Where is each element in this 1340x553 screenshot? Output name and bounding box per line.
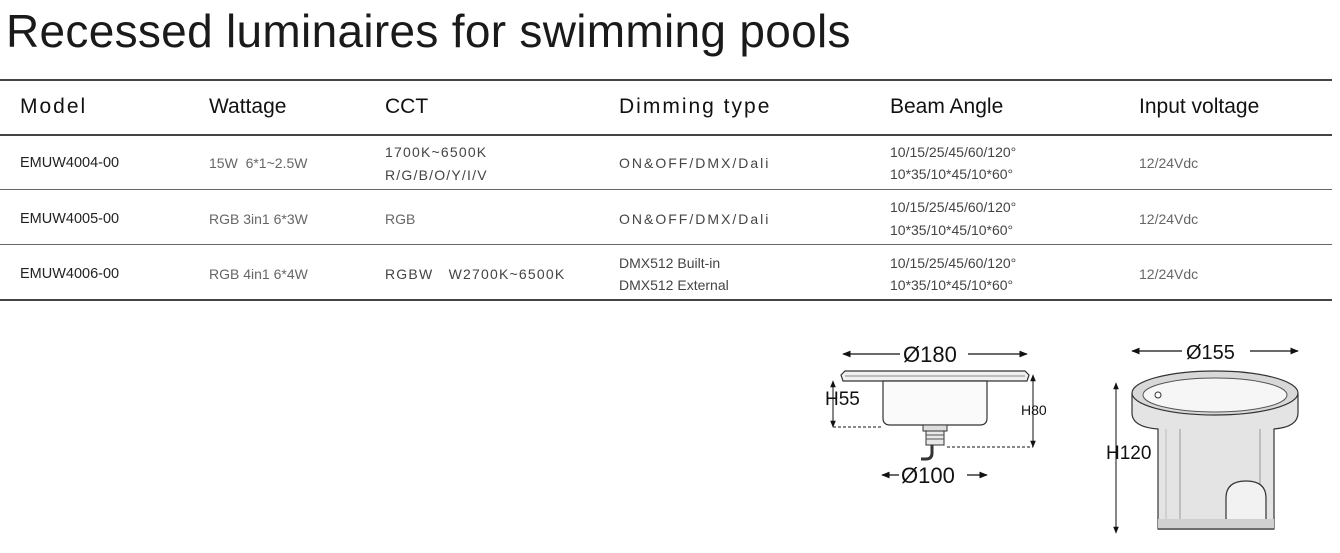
diameter-180-label: Ø180 — [903, 342, 957, 367]
cell-model: EMUW4006-00 — [20, 266, 120, 282]
header-wattage: Wattage — [209, 95, 287, 118]
row-divider — [0, 244, 1332, 245]
height-80-label: H80 — [1021, 402, 1047, 418]
header-model: Model — [20, 95, 88, 118]
table-bottom-rule — [0, 299, 1332, 301]
table-header-rule — [0, 134, 1332, 136]
cell-wattage: 15W 6*1~2.5W — [209, 155, 308, 171]
cell-beam: 10/15/25/45/60/120° — [890, 144, 1017, 160]
page-title: Recessed luminaires for swimming pools — [6, 5, 851, 57]
header-input-voltage: Input voltage — [1139, 95, 1260, 118]
height-120-label: H120 — [1106, 443, 1151, 464]
cell-dimming: ON&OFF/DMX/Dali — [619, 155, 771, 171]
cell-cct: RGBW W2700K~6500K — [385, 266, 566, 282]
table-top-rule — [0, 79, 1332, 81]
cell-beam: 10*35/10*45/10*60° — [890, 166, 1014, 182]
cell-dimming: ON&OFF/DMX/Dali — [619, 211, 771, 227]
header-dimming-type: Dimming type — [619, 95, 772, 118]
header-beam-angle: Beam Angle — [890, 95, 1004, 118]
row-divider — [0, 189, 1332, 190]
housing-dimension-drawing: Ø155 H120 — [1106, 342, 1299, 534]
cell-voltage: 12/24Vdc — [1139, 211, 1199, 227]
cell-beam: 10/15/25/45/60/120° — [890, 255, 1017, 271]
cell-model: EMUW4005-00 — [20, 211, 120, 227]
height-55-label: H55 — [825, 389, 860, 410]
cell-cct: 1700K~6500K — [385, 144, 488, 160]
cell-beam: 10*35/10*45/10*60° — [890, 277, 1014, 293]
cell-wattage: RGB 4in1 6*4W — [209, 266, 308, 282]
diameter-100-label: Ø100 — [901, 463, 955, 488]
cell-voltage: 12/24Vdc — [1139, 155, 1199, 171]
cell-voltage: 12/24Vdc — [1139, 266, 1199, 282]
cell-model: EMUW4004-00 — [20, 155, 120, 171]
header-cct: CCT — [385, 95, 429, 118]
luminaire-dimension-drawing: Ø180 H55 H80 Ø100 — [825, 342, 1047, 488]
cell-cct: RGB — [385, 211, 416, 227]
cell-wattage: RGB 3in1 6*3W — [209, 211, 308, 227]
diameter-155-label: Ø155 — [1186, 342, 1235, 364]
cell-beam: 10/15/25/45/60/120° — [890, 199, 1017, 215]
cell-cct: R/G/B/O/Y/I/V — [385, 167, 488, 183]
cell-dimming: DMX512 External — [619, 277, 729, 293]
cell-beam: 10*35/10*45/10*60° — [890, 222, 1014, 238]
cell-dimming: DMX512 Built-in — [619, 255, 721, 271]
